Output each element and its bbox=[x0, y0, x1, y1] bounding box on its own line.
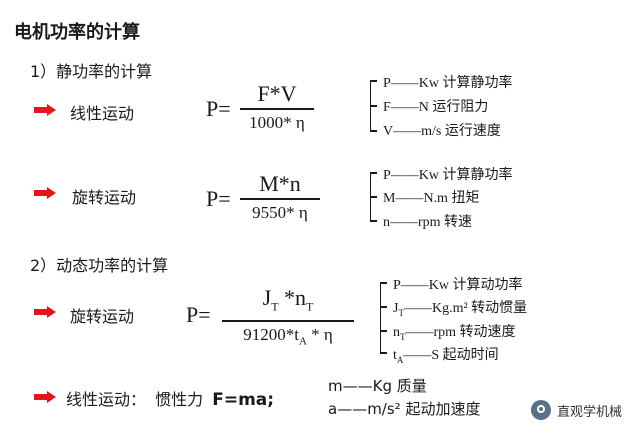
def-symbol: n bbox=[393, 325, 400, 340]
denominator: 91200*tA * η bbox=[222, 322, 354, 354]
watermark-text: 直观学机械 bbox=[556, 404, 622, 420]
static-rotary-fraction: M*n 9550* η bbox=[240, 170, 320, 226]
numerator: JT *nT bbox=[222, 284, 354, 320]
numerator: M*n bbox=[259, 171, 301, 196]
rotary-motion-label: 旋转运动 bbox=[70, 307, 135, 326]
denominator-tail: * η bbox=[306, 324, 333, 344]
red-arrow-icon bbox=[34, 104, 56, 116]
linear-motion-label: 线性运动： bbox=[66, 390, 147, 409]
rotary-motion-label: 旋转运动 bbox=[72, 188, 137, 207]
wechat-logo-icon bbox=[530, 400, 551, 420]
inertia-force-label: 惯性力 bbox=[155, 390, 204, 409]
power-equals: P= bbox=[206, 186, 231, 211]
static-linear-defs: P——Kw 计算静功率 F——N 运行阻力 V——m/s 运行速度 bbox=[370, 76, 513, 139]
def-line: V——m/s 运行速度 bbox=[383, 124, 501, 139]
numerator: F*V bbox=[257, 81, 297, 106]
subscript: A bbox=[396, 354, 404, 365]
inertia-formula: F=ma; bbox=[212, 390, 275, 410]
fraction-bar bbox=[240, 198, 320, 200]
denominator: 9550* η bbox=[252, 202, 308, 222]
section2-heading: 2）动态功率的计算 bbox=[30, 256, 169, 275]
def-line: n——rpm 转速 bbox=[383, 215, 473, 230]
static-rotary-defs: P——Kw 计算静功率 M——N.m 扭矩 n——rpm 转速 bbox=[370, 168, 513, 230]
fraction-bar bbox=[222, 320, 354, 322]
static-linear-fraction: F*V 1000* η bbox=[240, 80, 314, 136]
dynamic-rotary-fraction: JT *nT 91200*tA * η bbox=[222, 284, 354, 354]
red-arrow-icon bbox=[34, 391, 56, 403]
fraction-bar bbox=[240, 108, 314, 110]
def-line: nT——rpm 转动速度 bbox=[393, 321, 516, 342]
dynamic-rotary-defs: P——Kw 计算动功率 JT——Kg.m² 转动惯量 nT——rpm 转动速度 … bbox=[380, 278, 527, 365]
red-arrow-icon bbox=[34, 187, 56, 199]
def-line: P——Kw 计算动功率 bbox=[393, 278, 523, 293]
subscript: A bbox=[298, 335, 307, 348]
subscript: T bbox=[306, 299, 314, 314]
subscript: T bbox=[400, 331, 406, 342]
linear-dynamic-label: 线性运动： 惯性力 F=ma; bbox=[66, 386, 274, 410]
linear-motion-label: 线性运动 bbox=[70, 104, 135, 123]
def-symbol: t bbox=[393, 348, 397, 363]
def-line: tA——S 起动时间 bbox=[393, 344, 499, 365]
def-line: F——N 运行阻力 bbox=[383, 100, 489, 115]
watermark: 直观学机械 bbox=[530, 400, 622, 420]
power-equals: P= bbox=[206, 96, 231, 121]
numerator-middle: *n bbox=[278, 285, 307, 310]
def-line: JT——Kg.m² 转动惯量 bbox=[393, 297, 527, 318]
subscript: T bbox=[398, 307, 404, 318]
def-rest: ——Kg.m² 转动惯量 bbox=[403, 301, 528, 316]
section1-heading: 1）静功率的计算 bbox=[30, 62, 153, 81]
mass-def: m——Kg 质量 bbox=[328, 377, 427, 395]
subscript: T bbox=[271, 299, 279, 314]
def-line: P——Kw 计算静功率 bbox=[383, 168, 513, 183]
def-rest: ——S 起动时间 bbox=[403, 348, 499, 363]
acceleration-def: a——m/s² 起动加速度 bbox=[328, 400, 481, 418]
def-line: P——Kw 计算静功率 bbox=[383, 76, 513, 91]
red-arrow-icon bbox=[34, 306, 56, 318]
power-equals: P= bbox=[186, 302, 211, 327]
def-line: M——N.m 扭矩 bbox=[383, 191, 480, 206]
def-symbol: J bbox=[393, 301, 399, 316]
denominator: 1000* η bbox=[249, 112, 305, 132]
def-rest: ——rpm 转动速度 bbox=[405, 325, 516, 340]
inertia-symbol: J bbox=[262, 285, 272, 310]
denominator-main: 91200*t bbox=[243, 324, 299, 344]
page-title: 电机功率的计算 bbox=[14, 22, 140, 43]
